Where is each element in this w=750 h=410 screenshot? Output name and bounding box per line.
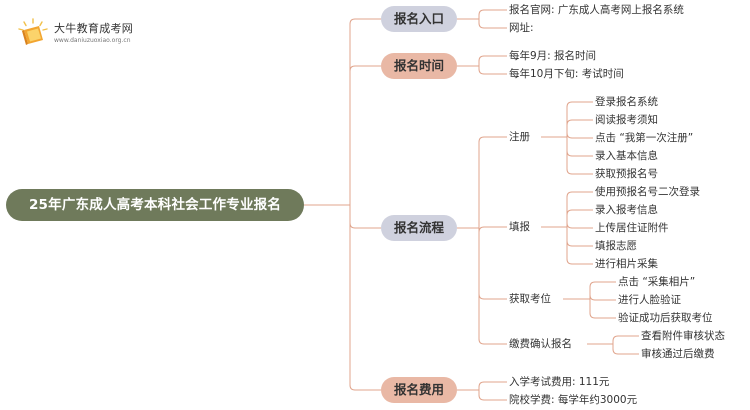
seat-link-2	[589, 299, 616, 319]
group-fill: 填报	[509, 221, 530, 233]
leaf-fill-2: 录入报考信息	[595, 204, 658, 216]
leaf-fill-5: 进行相片采集	[595, 258, 658, 270]
group-register: 注册	[509, 131, 530, 143]
leaf-fees-exam: 入学考试费用: 111元	[509, 376, 610, 388]
leaf-time-october: 每年10月下旬: 考试时间	[509, 68, 624, 80]
root-link-3	[349, 205, 381, 391]
root-link-2	[349, 205, 381, 229]
fill-link-1	[566, 209, 593, 227]
process-link-3	[478, 228, 507, 345]
branch-node-entrance: 报名入口	[381, 6, 457, 32]
fill-link-2	[566, 222, 593, 229]
leaf-payment-1: 查看附件审核状态	[641, 330, 725, 342]
root-link-1	[349, 65, 381, 205]
leaf-entrance-url: 网址:	[509, 22, 534, 34]
leaf-fees-tuition: 院校学费: 每学年约3000元	[509, 394, 638, 406]
fill-link-4	[566, 227, 593, 265]
leaf-seat-2: 进行人脸验证	[618, 294, 681, 306]
branch-node-fees: 报名费用	[381, 377, 457, 403]
seat-link-0	[589, 281, 616, 299]
branch-node-time: 报名时间	[381, 53, 457, 79]
leaf-register-5: 获取预报名号	[595, 168, 658, 180]
register-link-4	[566, 137, 593, 175]
entrance-link-0	[478, 9, 507, 19]
site-logo: 大牛教育成考网 www.daniuzuoxiao.org.cn	[18, 16, 134, 50]
process-link-1	[478, 226, 507, 233]
payment-link-0	[612, 335, 639, 344]
group-payment: 缴费确认报名	[509, 338, 572, 350]
seat-link-1	[589, 294, 616, 301]
leaf-entrance-official-site: 报名官网: 广东成人高考网上报名系统	[509, 4, 684, 16]
register-link-3	[566, 137, 593, 157]
root-node: 25年广东成人高考本科社会工作专业报名	[6, 189, 304, 221]
process-link-2	[478, 228, 507, 300]
leaf-register-2: 阅读报考须知	[595, 114, 658, 126]
book-icon	[18, 18, 48, 45]
leaf-register-3: 点击 “我第一次注册”	[595, 132, 694, 144]
process-link-0	[478, 136, 507, 228]
leaf-seat-1: 点击 “采集相片”	[618, 276, 696, 288]
leaf-register-1: 登录报名系统	[595, 96, 658, 108]
leaf-seat-3: 验证成功后获取考位	[618, 312, 713, 324]
group-seat: 获取考位	[509, 293, 551, 305]
leaf-fill-3: 上传居住证附件	[595, 222, 669, 234]
register-link-2	[566, 132, 593, 139]
payment-link-1	[612, 344, 639, 355]
leaf-payment-2: 审核通过后缴费	[641, 348, 715, 360]
fill-link-0	[566, 191, 593, 227]
register-link-0	[566, 101, 593, 137]
leaf-time-september: 每年9月: 报名时间	[509, 50, 597, 62]
register-link-1	[566, 119, 593, 137]
leaf-fill-1: 使用预报名号二次登录	[595, 186, 700, 198]
fill-link-3	[566, 227, 593, 247]
time-link-0	[478, 55, 507, 66]
fees-link-0	[478, 381, 507, 390]
leaf-fill-4: 填报志愿	[595, 240, 637, 252]
logo-title: 大牛教育成考网	[54, 22, 134, 35]
entrance-link-1	[478, 19, 507, 29]
logo-url: www.daniuzuoxiao.org.cn	[54, 37, 131, 44]
root-link-0	[349, 18, 381, 205]
fees-link-1	[478, 390, 507, 401]
branch-node-process: 报名流程	[381, 215, 457, 241]
time-link-1	[478, 66, 507, 75]
leaf-register-4: 录入基本信息	[595, 150, 658, 162]
